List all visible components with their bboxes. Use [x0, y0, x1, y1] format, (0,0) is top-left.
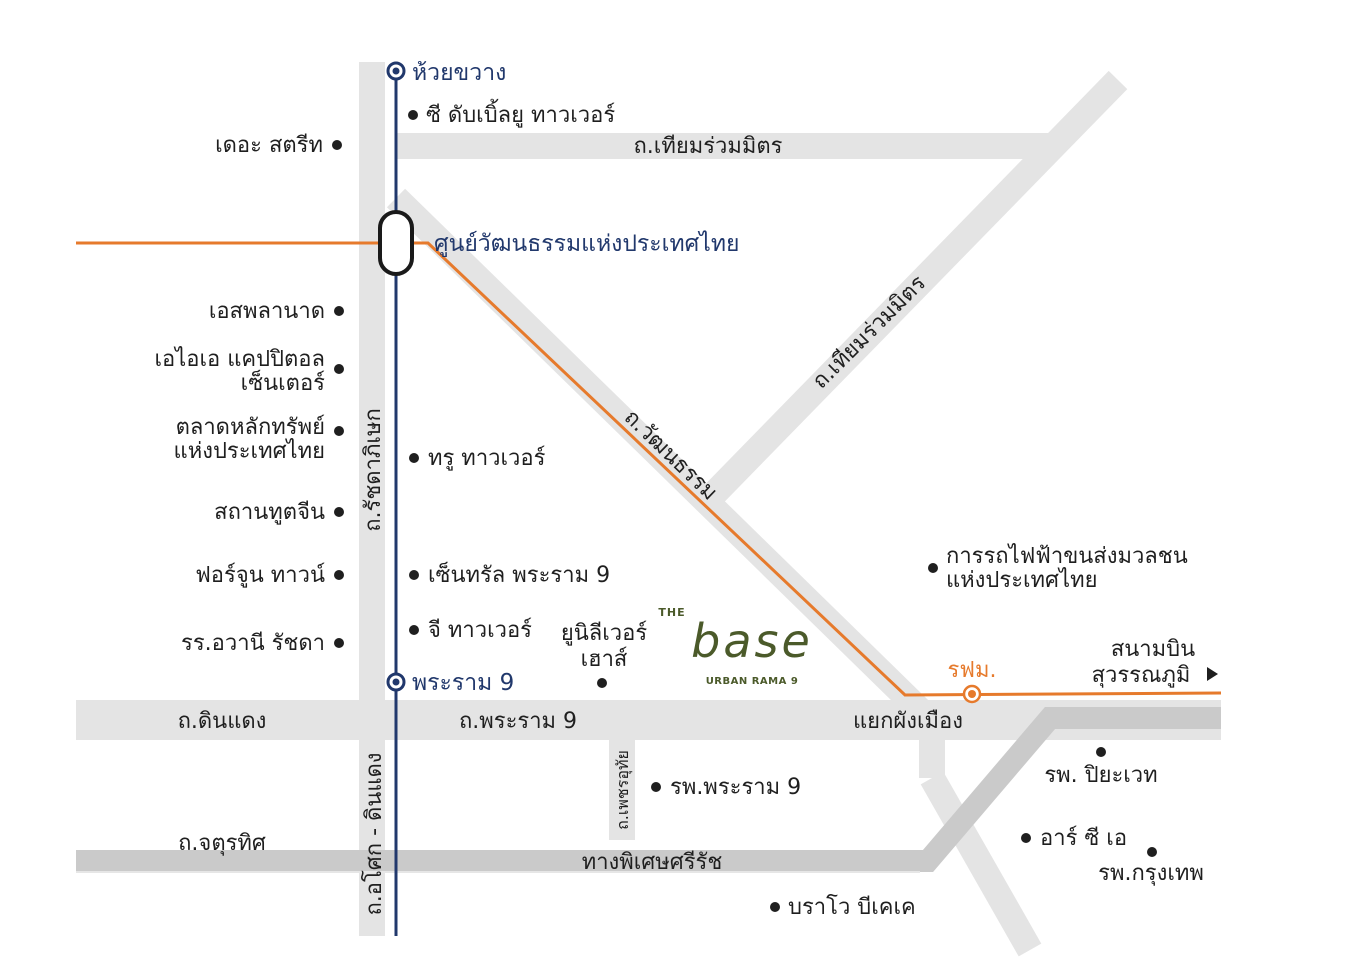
- dot-icon: [1147, 847, 1157, 857]
- landmark-label-airport-2: สุวรรณภูมิ: [1092, 663, 1191, 688]
- dot-icon: [1096, 747, 1106, 757]
- ring-station-icon-core: [392, 678, 400, 686]
- road-label-din-daeng: ถ.ดินแดง: [178, 709, 267, 734]
- dot-icon: [409, 453, 419, 463]
- landmark-label-bangkok-hospital: รพ.กรุงเทพ: [1098, 861, 1204, 886]
- dot-icon: [597, 678, 607, 688]
- landmark-label-rca: อาร์ ซี เอ: [1040, 826, 1127, 851]
- landmark-label-unilever-2: เฮาส์: [581, 647, 628, 672]
- dot-icon: [408, 110, 418, 120]
- the-base-logo: THE base URBAN RAMA 9: [658, 606, 813, 687]
- dot-icon: [334, 507, 344, 517]
- poi-dots: [332, 110, 1157, 912]
- road-label-asok-din-daeng: ถ.อโศก - ดินแดง: [361, 752, 387, 915]
- dot-icon: [334, 306, 344, 316]
- road-connector-diag: [920, 771, 1042, 957]
- landmark-label-bravo-bkk: บราโว บีเคเค: [788, 894, 916, 920]
- landmark-label-awana-ratchada: รร.อวานี รัชดา: [181, 631, 325, 656]
- dot-icon: [409, 625, 419, 635]
- dot-icon: [332, 140, 342, 150]
- station-label-rama9: พระราม 9: [412, 670, 514, 696]
- landmark-label-chinese-embassy: สถานทูตจีน: [214, 500, 325, 525]
- road-label-tiam-ruam-mit-diag: ถ.เทียมร่วมมิตร: [808, 271, 931, 394]
- road-label-si-rat-expressway: ทางพิเศษศรีรัช: [582, 850, 723, 875]
- landmark-label-esplanade: เอสพลานาด: [209, 299, 325, 324]
- ring-station-icon-core: [968, 690, 976, 698]
- landmark-label-g-tower: จี ทาวเวอร์: [428, 618, 532, 643]
- landmark-label-fortune-town: ฟอร์จูน ทาวน์: [195, 563, 325, 588]
- station-srt-marker: [962, 684, 982, 704]
- dot-icon: [770, 902, 780, 912]
- road-label-phang-mueang-junction: แยกผังเมือง: [853, 709, 963, 734]
- landmark-label-aia-capital-1: เอไอเอ แคปปิตอล: [154, 346, 325, 372]
- triangle-right-icon: [1207, 667, 1218, 681]
- ring-station-icon-core: [392, 67, 400, 75]
- station-huai-khwang-marker: [386, 61, 406, 81]
- station-label-huai-khwang: ห้วยขวาง: [412, 60, 506, 86]
- dot-icon: [334, 364, 344, 374]
- dot-icon: [409, 570, 419, 580]
- station-label-srt: รฟม.: [948, 658, 997, 683]
- landmark-label-airport-1: สนามบิน: [1111, 637, 1195, 662]
- landmark-label-piyavate: รพ. ปิยะเวท: [1044, 763, 1157, 788]
- landmark-label-c-w-tower: ซี ดับเบิ้ลยู ทาวเวอร์: [426, 99, 615, 128]
- capsule-interchange-icon: [378, 210, 414, 276]
- logo-the: THE: [658, 606, 685, 619]
- road-label-phetchaburi-udom: ถ.เพชรอุทัย: [613, 750, 633, 830]
- dot-icon: [334, 638, 344, 648]
- landmark-label-rama9-hospital: รพ.พระราม 9: [670, 775, 801, 800]
- landmark-label-set-2: แห่งประเทศไทย: [174, 438, 325, 464]
- landmark-label-mrta-2: แห่งประเทศไทย: [946, 567, 1097, 593]
- landmark-label-aia-capital-2: เซ็นเตอร์: [241, 368, 326, 396]
- dot-icon: [651, 782, 661, 792]
- station-label-thai-cultural-centre: ศูนย์วัฒนธรรมแห่งประเทศไทย: [434, 230, 739, 257]
- road-tiam-ruam-mit-diagonal: [702, 70, 1128, 506]
- landmark-label-true-tower: ทรู ทาวเวอร์: [428, 446, 546, 471]
- landmark-label-mrta-1: การรถไฟฟ้าขนส่งมวลชน: [946, 543, 1188, 569]
- landmark-label-unilever-1: ยูนิลีเวอร์: [561, 621, 647, 646]
- logo-base: base: [691, 614, 813, 668]
- expressway-si-rat: [76, 707, 1221, 872]
- road-label-watthanatham: ถ.วัฒนธรรม: [619, 405, 722, 506]
- dot-icon: [334, 570, 344, 580]
- landmark-label-set-1: ตลาดหลักทรัพย์: [176, 415, 325, 440]
- landmark-label-the-street: เดอะ สตรีท: [215, 133, 323, 158]
- landmark-label-central-rama9: เซ็นทรัล พระราม 9: [428, 560, 610, 588]
- dot-icon: [928, 563, 938, 573]
- road-label-tiam-ruam-mit: ถ.เทียมร่วมมิตร: [633, 134, 782, 159]
- road-network: [359, 62, 1128, 957]
- dot-icon: [334, 426, 344, 436]
- dot-icon: [1021, 833, 1031, 843]
- road-label-chaturathit: ถ.จตุรทิศ: [178, 831, 266, 856]
- expressway: [76, 707, 1221, 873]
- station-rama9-marker: [386, 672, 406, 692]
- orange-line: [76, 241, 1222, 697]
- road-label-ratchadaphisek: ถ.รัชดาภิเษก: [361, 408, 386, 532]
- logo-sub: URBAN RAMA 9: [706, 676, 799, 687]
- road-label-rama9: ถ.พระราม 9: [459, 709, 577, 734]
